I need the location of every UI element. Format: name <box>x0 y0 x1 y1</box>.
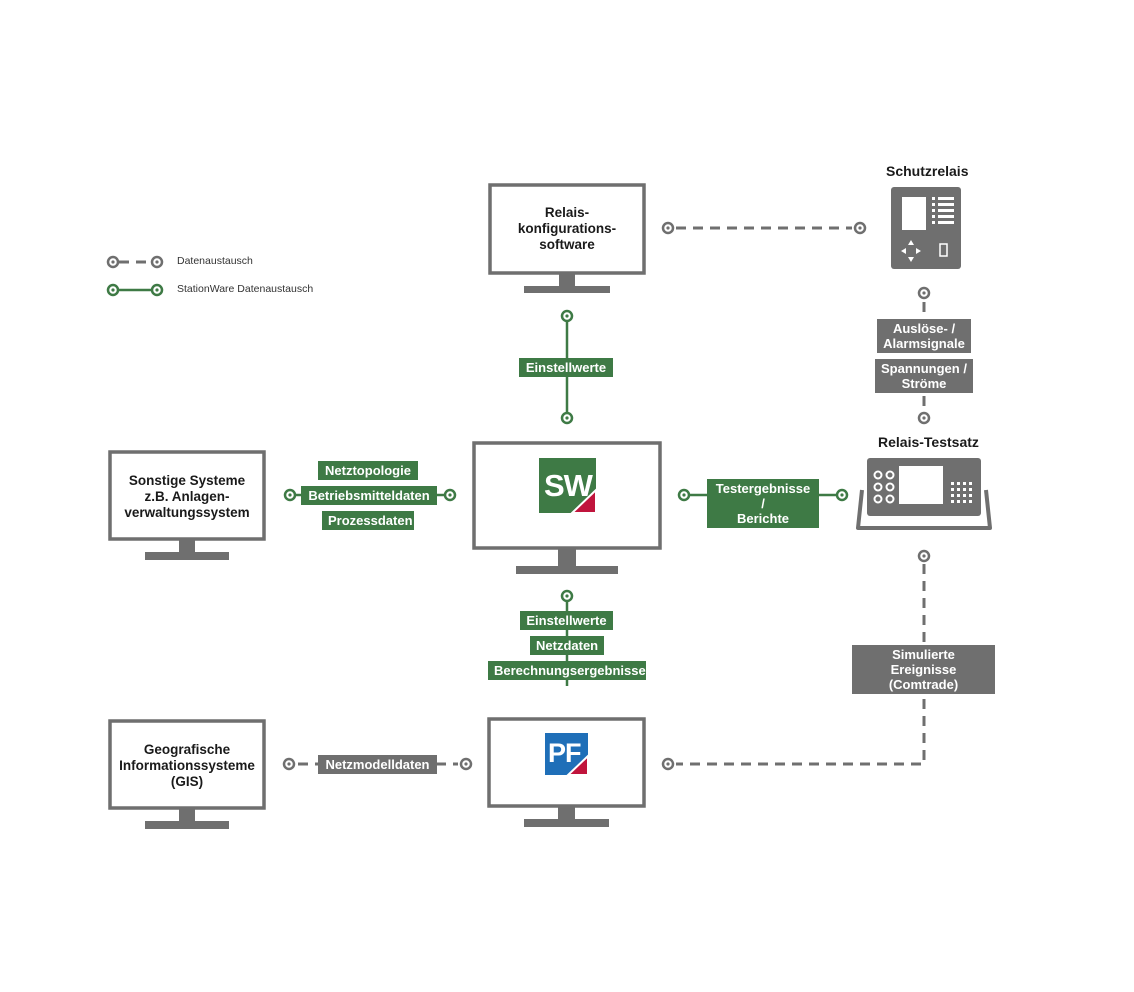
network-model-data-label: Netzmodelldaten <box>318 755 437 774</box>
settings-label-top: Einstellwerte <box>519 358 613 377</box>
network-topology-label: Netztopologie <box>318 461 418 480</box>
settings-label-bottom: Einstellwerte <box>520 611 613 630</box>
gray-endpoints <box>106 221 931 771</box>
green-endpoint-dots <box>111 288 844 598</box>
equipment-data-label: Betriebsmitteldaten <box>301 486 437 505</box>
trip-alarm-signals-label: Auslöse- / Alarmsignale <box>877 319 971 353</box>
data-exchange-links <box>119 226 926 766</box>
protection-relay-device <box>891 187 961 269</box>
relay-display <box>902 197 926 230</box>
monitor-relay-config <box>488 183 646 293</box>
relay-test-set-device <box>856 458 992 530</box>
voltages-currents-label: Spannungen / Ströme <box>875 359 973 393</box>
gis-label: Geografische Informationssysteme (GIS) <box>119 742 255 789</box>
test-results-label: Testergebnisse / Berichte <box>707 479 819 528</box>
stationware-logo: SW <box>539 458 596 513</box>
gray-endpoint-dots <box>111 226 926 766</box>
other-systems-label: Sonstige Systeme z.B. Anlagen- verwaltun… <box>124 473 250 520</box>
monitor-other-systems <box>108 450 266 560</box>
legend-stationware-exchange: StationWare Datenaustausch <box>177 283 314 295</box>
legend-data-exchange: Datenaustausch <box>177 255 253 267</box>
testset-knobs <box>873 470 895 504</box>
calculation-results-label: Berechnungsergebnisse <box>488 661 646 680</box>
process-data-label: Prozessdaten <box>322 511 414 530</box>
powerfactory-logo-text: PF <box>548 738 582 768</box>
network-data-label: Netzdaten <box>530 636 604 655</box>
relay-test-set-heading: Relais-Testsatz <box>878 434 979 450</box>
stationware-logo-text: SW <box>544 468 593 503</box>
relay-port <box>939 243 948 257</box>
monitor-gis <box>108 719 266 829</box>
protection-relay-heading: Schutzrelais <box>886 163 969 179</box>
simulated-events-label: Simulierte Ereignisse (Comtrade) <box>852 645 995 694</box>
relay-indicator-leds <box>932 197 954 224</box>
testset-keypad <box>951 482 972 503</box>
testset-display <box>899 466 943 504</box>
relay-arrow-keys <box>901 240 921 262</box>
link-events-to-pf <box>676 682 926 766</box>
relay-config-software-label: Relais- konfigurations- software <box>517 205 617 252</box>
powerfactory-logo: PF <box>545 733 588 775</box>
